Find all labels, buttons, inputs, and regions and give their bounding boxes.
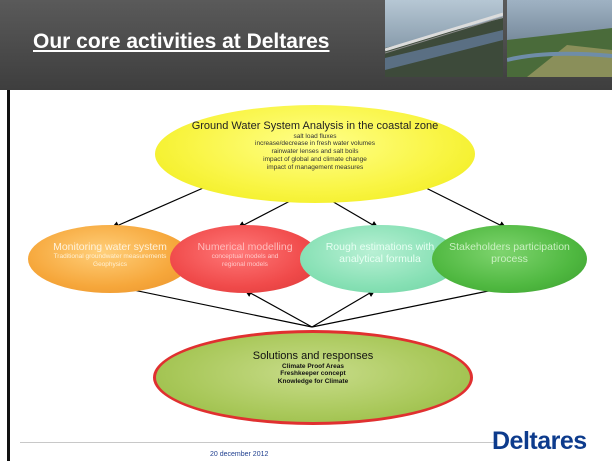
- groundwater-analysis-item: impact of management measures: [266, 163, 364, 171]
- deltares-logo: Deltares: [492, 427, 587, 455]
- solutions-title: Solutions and responses: [252, 350, 374, 362]
- stakeholders-title: Stakeholders participation: [449, 241, 570, 253]
- monitoring-node: Monitoring water system Traditional grou…: [28, 225, 192, 293]
- coast-photo-right: [507, 0, 612, 77]
- arrow-top-to-rough: [329, 199, 379, 229]
- arrow-solutions-to-rough: [311, 289, 376, 328]
- numerical-modelling-item: regional models: [222, 260, 268, 268]
- groundwater-analysis-item: increase/decrease in fresh water volumes: [255, 140, 375, 148]
- numerical-modelling-item: conceptual models and: [211, 253, 279, 261]
- groundwater-analysis-item: rainwater lenses and salt boils: [271, 148, 359, 156]
- groundwater-analysis-item: salt load fluxes: [293, 132, 337, 140]
- solutions-node: Solutions and responses Climate Proof Ar…: [153, 330, 473, 425]
- monitoring-item: Traditional groundwater measurements: [53, 253, 167, 261]
- stakeholders-item: process: [491, 253, 528, 266]
- numerical-modelling-title: Numerical modelling: [197, 241, 293, 253]
- slide-title: Our core activities at Deltares: [33, 30, 330, 53]
- monitoring-item: Geophysics: [93, 260, 127, 268]
- groundwater-analysis-title: Ground Water System Analysis in the coas…: [191, 120, 439, 132]
- groundwater-analysis-item: impact of global and climate change: [263, 156, 367, 164]
- arrow-solutions-to-stakeholders: [311, 284, 509, 328]
- footer-date: 20 december 2012: [210, 451, 269, 458]
- solutions-item: Freshkeeper concept: [280, 370, 346, 378]
- arrow-solutions-to-monitoring: [113, 283, 313, 328]
- arrow-top-to-monitoring: [111, 184, 211, 229]
- slide-header: Our core activities at Deltares: [0, 0, 612, 90]
- rough-estimations-item: analytical formula: [339, 253, 421, 266]
- stakeholders-node: Stakeholders participation process: [432, 225, 587, 293]
- rough-estimations-node: Rough estimations with analytical formul…: [300, 225, 460, 293]
- groundwater-analysis-node: Ground Water System Analysis in the coas…: [155, 105, 475, 203]
- rough-estimations-title: Rough estimations with: [325, 241, 435, 253]
- footer-divider: [20, 442, 495, 443]
- arrow-top-to-stakeholders: [419, 184, 507, 229]
- arrow-solutions-to-numerical: [244, 289, 313, 328]
- arrow-top-to-numerical: [237, 199, 293, 229]
- monitoring-title: Monitoring water system: [53, 241, 167, 253]
- bridge-photo-left: [385, 0, 503, 77]
- solutions-item: Climate Proof Areas: [282, 362, 344, 370]
- solutions-item: Knowledge for Climate: [277, 378, 349, 386]
- left-rule: [7, 90, 10, 461]
- numerical-modelling-node: Numerical modelling conceptual models an…: [170, 225, 320, 293]
